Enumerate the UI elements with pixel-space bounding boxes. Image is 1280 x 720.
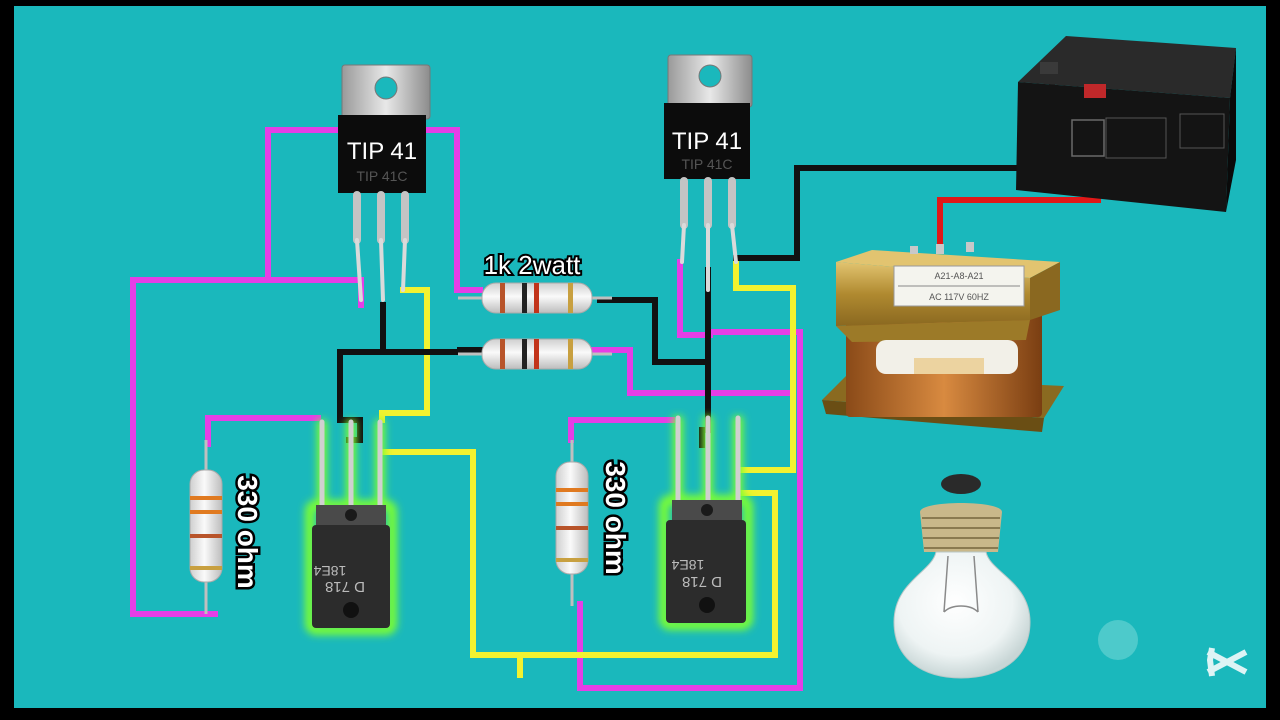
transformer-label-2: AC 117V 60HZ [929, 292, 989, 302]
driver-left-marking-2: D 718 [325, 578, 365, 595]
driver-d718-left: 18E4 D 718 [305, 419, 397, 635]
yellow-wires [379, 259, 796, 678]
driver-right-marking-2: D 718 [682, 573, 722, 590]
watermark-dot [1098, 620, 1138, 660]
driver-d718-right: 18E4 D 718 [659, 415, 753, 630]
battery-12v [1016, 36, 1236, 212]
resistor-330-left [189, 440, 223, 614]
magenta-wires [130, 127, 803, 691]
transistor-right-marking: TIP 41C [681, 156, 732, 172]
transistor-left-label: TIP 41 [347, 138, 417, 165]
transistor-left-marking: TIP 41C [356, 168, 407, 184]
transformer: A21-A8-A21 AC 117V 60HZ [822, 242, 1064, 432]
transistor-tip41-left: TIP 41 TIP 41C [338, 64, 431, 302]
resistor-1k-label: 1k 2watt [484, 250, 582, 280]
driver-right-marking-1: 18E4 [671, 557, 704, 573]
wires [130, 67, 1101, 691]
resistor-1k-bottom [458, 338, 612, 370]
capcut-logo-icon [1206, 647, 1248, 677]
transistor-tip41-right: TIP 41 TIP 41C [664, 54, 753, 292]
resistor-1k-top [458, 282, 612, 314]
resistor-330-right-label: 330 ohm [600, 461, 631, 575]
resistor-330-right [555, 440, 589, 606]
resistor-330-left-label: 330 ohm [232, 475, 263, 589]
transistor-right-label: TIP 41 [672, 128, 742, 155]
transformer-label-1: A21-A8-A21 [934, 271, 983, 281]
driver-left-marking-1: 18E4 [313, 563, 346, 579]
light-bulb-icon [893, 474, 1031, 679]
